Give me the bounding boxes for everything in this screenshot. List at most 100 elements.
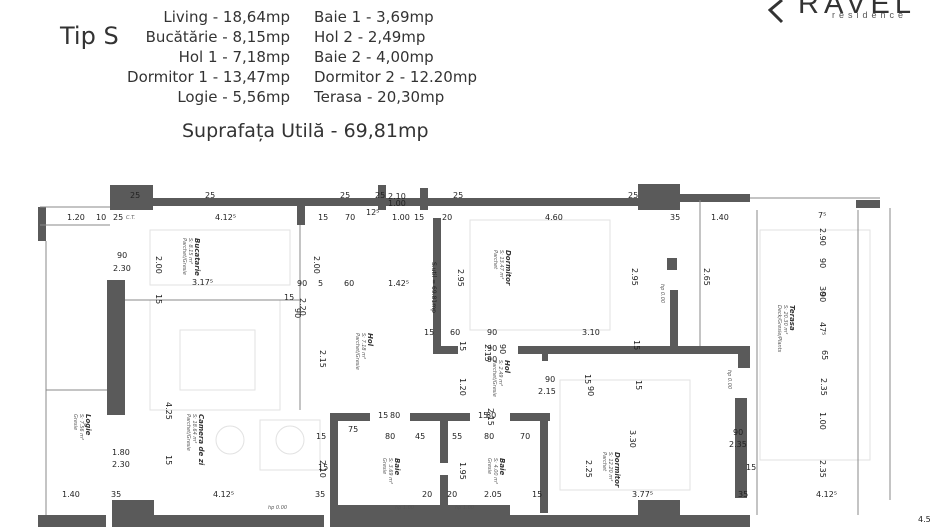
room-name: Terasa bbox=[788, 305, 796, 331]
furniture-outlines bbox=[149, 219, 871, 491]
dim-label: 35 bbox=[315, 490, 325, 499]
dim-label: 2.95 bbox=[456, 269, 465, 287]
dim-label: 80 bbox=[484, 432, 494, 441]
dim-label: 1.40 bbox=[62, 490, 80, 499]
dim-label: hp 1.00 bbox=[395, 505, 414, 511]
room-floor: Gresie bbox=[381, 458, 387, 474]
dim-label: 5 bbox=[318, 279, 323, 288]
walls bbox=[38, 184, 880, 527]
dim-label: 15 bbox=[424, 328, 434, 337]
dim-label: 2.10 bbox=[388, 192, 406, 201]
dim-label: 20 bbox=[442, 213, 452, 222]
dim-label: 1.20 bbox=[67, 213, 85, 222]
dim-label: 90 bbox=[487, 344, 497, 353]
room-area: S: 2.49 m² bbox=[497, 360, 503, 386]
dim-label: hp 0.00 bbox=[268, 505, 287, 511]
area-line: Baie 1 - 3,69mp bbox=[314, 8, 434, 26]
room-name: Camera de zi bbox=[197, 414, 205, 466]
dim-label: 90 bbox=[487, 328, 497, 337]
dim-label: 80 bbox=[385, 432, 395, 441]
dim-label: 7⁵ bbox=[818, 211, 826, 220]
room-name: Baie bbox=[498, 458, 506, 475]
dim-label: 2.30 bbox=[112, 460, 130, 469]
dim-label: 25 bbox=[453, 191, 463, 200]
dim-label: 4.12⁵ bbox=[213, 490, 234, 499]
dim-label: 2.15 bbox=[483, 344, 492, 362]
dim-label: 25 bbox=[375, 191, 385, 200]
room-floor: Gresie bbox=[486, 458, 492, 474]
dim-label: 2.15 bbox=[318, 350, 327, 368]
dim-label: 90 bbox=[117, 251, 127, 260]
room-label-terasa: Terasa S: 20.30 m² Deck/Gresie/Plants bbox=[776, 305, 796, 353]
room-area: S: 4.00 m² bbox=[492, 458, 498, 484]
dim-label: 2.95 bbox=[630, 268, 639, 286]
brand-tagline: residence bbox=[832, 10, 908, 20]
dim-label: 2.90 bbox=[818, 228, 827, 246]
dim-label: 20 bbox=[447, 490, 457, 499]
room-floor: Parchet bbox=[601, 452, 607, 472]
dim-label: 2.15 bbox=[486, 408, 495, 426]
dim-label: 1.00 bbox=[392, 213, 410, 222]
apartment-type-title: Tip S bbox=[60, 22, 119, 50]
ct-label: C.T. bbox=[126, 215, 135, 221]
dim-label: hp 1.00 bbox=[455, 505, 474, 511]
dim-label: 25 bbox=[340, 191, 350, 200]
dim-label: 90 bbox=[293, 308, 302, 318]
room-floor: Parchet/Gresie bbox=[354, 333, 360, 370]
dim-label: 2.35 bbox=[729, 440, 747, 449]
room-area: S: 12.20 m² bbox=[607, 452, 613, 481]
area-line: Baie 2 - 4,00mp bbox=[314, 48, 434, 66]
room-name: Dormitor bbox=[613, 452, 621, 488]
room-label-hol-2: Hol S: 2.49 m² Parchet/Gresie bbox=[491, 360, 511, 397]
room-area: S: 7.18 m² bbox=[360, 333, 366, 359]
dim-label: 4.5 bbox=[918, 515, 931, 524]
dim-label: 90 bbox=[498, 344, 507, 354]
dim-label: 2.35 bbox=[818, 460, 827, 478]
dim-label: 3.30 bbox=[628, 430, 637, 448]
dim-label: 2.25 bbox=[584, 460, 593, 478]
dim-label: 25 bbox=[205, 191, 215, 200]
area-line: Living - 18,64mp bbox=[163, 8, 290, 26]
dim-label: 45 bbox=[415, 432, 425, 441]
dim-label: 15 bbox=[634, 380, 643, 390]
dim-label: 15 bbox=[632, 340, 641, 350]
dim-label: 4.60 bbox=[545, 213, 563, 222]
dimension-labels: 25 25 25 25 25 25 2.10 1.00 1.20 10 25 4… bbox=[62, 191, 931, 524]
room-area: S: 20.30 m² bbox=[782, 305, 788, 334]
dim-label: hp 0.00 bbox=[726, 370, 732, 389]
dim-label: 90 bbox=[818, 258, 827, 268]
dim-label: 4.25 bbox=[164, 402, 173, 420]
room-floor: Deck/Gresie/Plants bbox=[776, 305, 782, 353]
dim-label: 60 bbox=[450, 328, 460, 337]
dim-label: 35 bbox=[738, 490, 748, 499]
room-name: Dormitor bbox=[504, 250, 512, 286]
dim-label: 3.17⁵ bbox=[192, 278, 213, 287]
dim-label: 4.12⁵ bbox=[215, 213, 236, 222]
dim-label: 1.00 bbox=[818, 412, 827, 430]
dim-label: 2.05 bbox=[484, 490, 502, 499]
dim-label: 15 bbox=[318, 213, 328, 222]
area-line: Dormitor 2 - 12.20mp bbox=[314, 68, 477, 86]
area-line: Hol 1 - 7,18mp bbox=[178, 48, 290, 66]
dim-label: 15 bbox=[532, 490, 542, 499]
room-name: Baie bbox=[393, 458, 401, 475]
room-label-dormitor-1: Dormitor S: 13.47 m² Parchet bbox=[492, 250, 512, 286]
dim-label: 35 bbox=[111, 490, 121, 499]
dim-label: 80 bbox=[390, 411, 400, 420]
brand-logo: RAVEL residence bbox=[768, 0, 918, 26]
dim-label: 15 bbox=[414, 213, 424, 222]
dim-label: 15 bbox=[316, 432, 326, 441]
dim-label: 90 bbox=[733, 428, 743, 437]
dim-label: 2.30 bbox=[113, 264, 131, 273]
dim-label: 15 bbox=[318, 463, 328, 472]
dim-label: 1.80 bbox=[112, 448, 130, 457]
dim-label: 90 bbox=[586, 386, 595, 396]
dim-label: 70 bbox=[345, 213, 355, 222]
dim-label: 65 bbox=[820, 350, 829, 360]
room-area: S: 3.69 m² bbox=[387, 458, 393, 484]
dim-label: 4.12⁵ bbox=[816, 490, 837, 499]
dim-label: 2.00 bbox=[154, 256, 163, 274]
dim-label: 90 bbox=[818, 292, 827, 302]
dim-label: 15 bbox=[164, 455, 173, 465]
